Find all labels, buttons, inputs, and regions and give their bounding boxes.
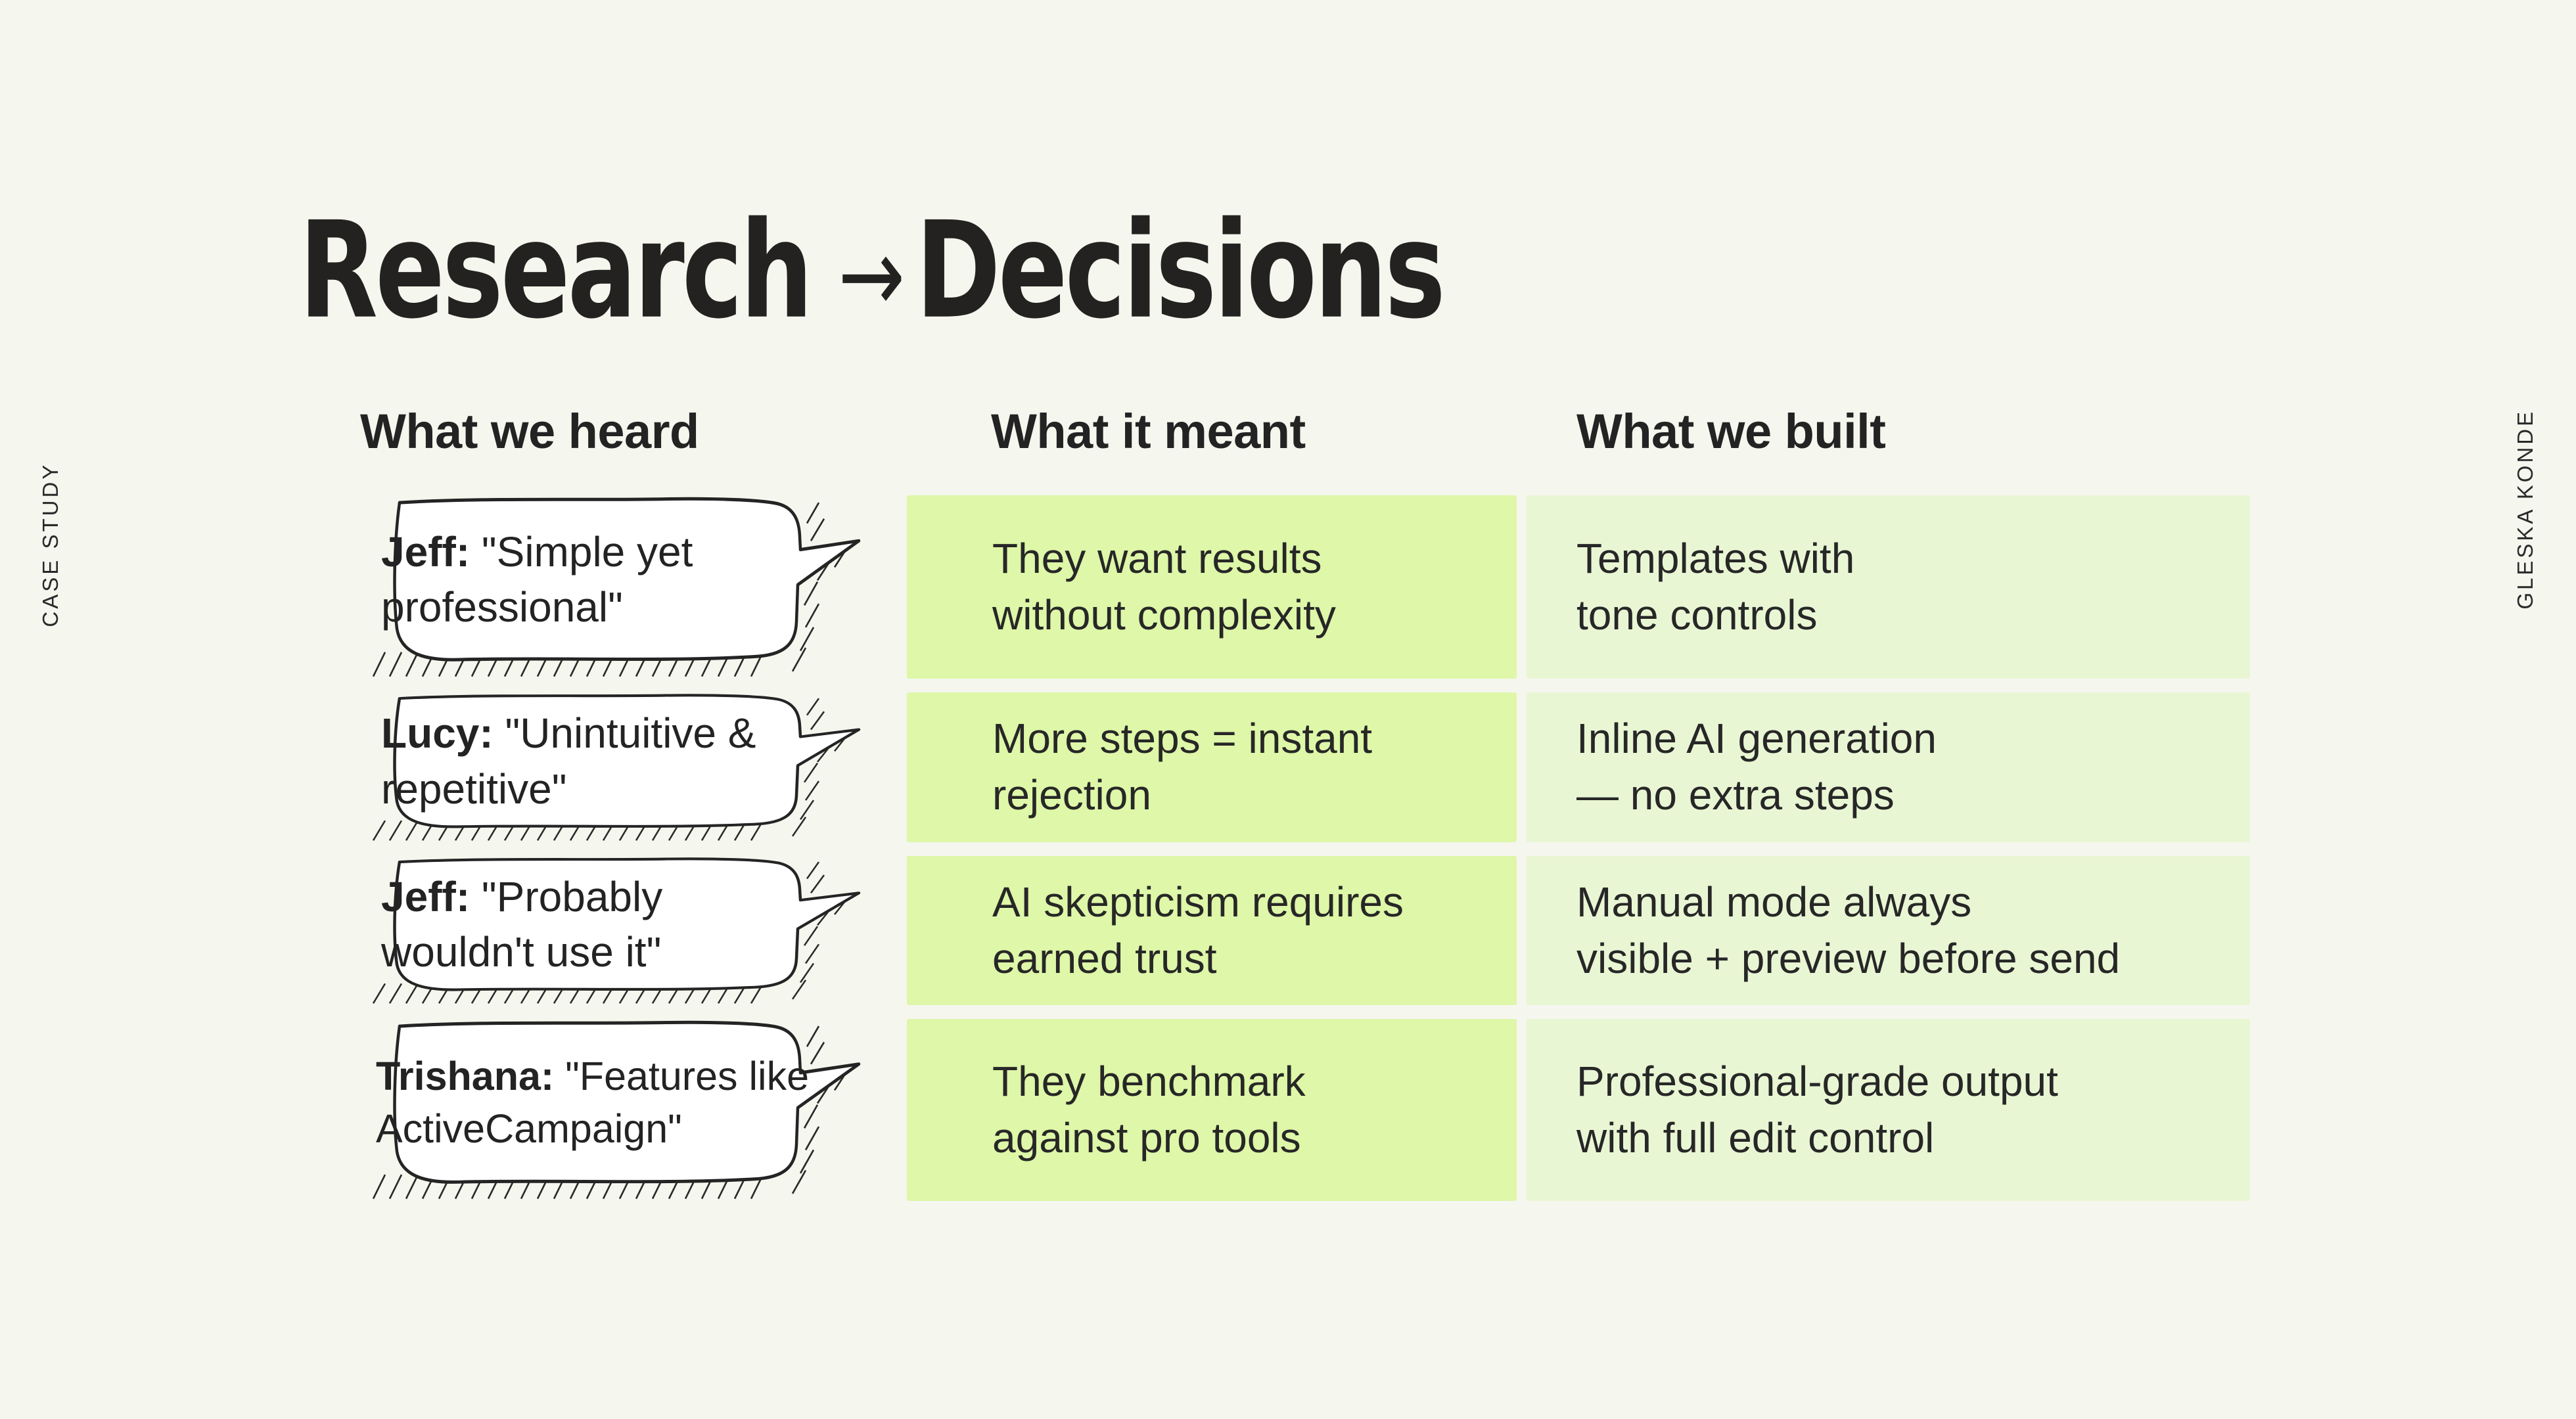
column-header-heard: What we heard bbox=[360, 404, 699, 459]
speech-bubble: Jeff: "Simple yet professional" bbox=[356, 495, 869, 679]
insight-cell: They want results without complexity bbox=[907, 495, 1517, 679]
quote-text: Trishana: "Features like ActiveCampaign" bbox=[376, 1024, 812, 1182]
side-label-case-study: CASE STUDY bbox=[38, 462, 62, 627]
speech-bubble-shape bbox=[372, 857, 861, 1004]
solution-line: with full edit control bbox=[1576, 1114, 1935, 1161]
insight-line: rejection bbox=[992, 771, 1151, 819]
quote-body: "Features like ActiveCampaign" bbox=[376, 1053, 810, 1152]
quote-speaker: Lucy: bbox=[381, 710, 494, 757]
insight-line: They want results bbox=[992, 534, 1322, 582]
speech-bubble: Jeff: "Probably wouldn't use it" bbox=[356, 856, 869, 1005]
solution-cell: Manual mode always visible + preview bef… bbox=[1527, 856, 2250, 1005]
page-title: Research→Decisions bbox=[299, 196, 1446, 344]
solution-line: Manual mode always bbox=[1576, 878, 1972, 926]
title-right: Decisions bbox=[915, 192, 1446, 348]
solution-line: Templates with bbox=[1576, 534, 1855, 582]
quote-speaker: Jeff: bbox=[381, 528, 471, 575]
quote-text: Jeff: "Probably wouldn't use it" bbox=[381, 859, 806, 989]
column-header-built: What we built bbox=[1576, 404, 1886, 459]
comparison-grid: What we heard What it meant What we buil… bbox=[356, 394, 2250, 1201]
insight-line: earned trust bbox=[992, 934, 1217, 982]
quote-speaker: Trishana: bbox=[376, 1053, 555, 1098]
quote-text: Lucy: "Unintuitive & repetitive" bbox=[381, 696, 806, 826]
insight-cell: More steps = instant rejection bbox=[907, 692, 1517, 842]
speech-bubble-shape bbox=[372, 694, 861, 841]
speech-bubble: Trishana: "Features like ActiveCampaign" bbox=[356, 1019, 869, 1201]
solution-line: Professional-grade output bbox=[1576, 1057, 2058, 1105]
insight-line: AI skepticism requires bbox=[992, 878, 1404, 926]
solution-line: — no extra steps bbox=[1576, 771, 1895, 819]
insight-cell: They benchmark against pro tools bbox=[907, 1019, 1517, 1201]
solution-line: Inline AI generation bbox=[1576, 715, 1937, 763]
insight-line: without complexity bbox=[992, 591, 1336, 639]
speech-bubble-shape bbox=[372, 1020, 861, 1200]
quote-body: "Probably wouldn't use it" bbox=[381, 872, 663, 976]
right-arrow-icon: → bbox=[838, 214, 906, 336]
column-header-meant: What it meant bbox=[991, 404, 1306, 459]
solution-cell: Inline AI generation — no extra steps bbox=[1527, 692, 2250, 842]
title-left: Research bbox=[299, 192, 813, 348]
quote-body: "Simple yet professional" bbox=[381, 528, 693, 631]
side-label-author: GLESKA KONDE bbox=[2513, 409, 2537, 610]
solution-line: tone controls bbox=[1576, 591, 1818, 639]
speech-bubble: Lucy: "Unintuitive & repetitive" bbox=[356, 692, 869, 842]
insight-line: against pro tools bbox=[992, 1114, 1301, 1161]
insight-line: They benchmark bbox=[992, 1057, 1306, 1105]
solution-cell: Professional-grade output with full edit… bbox=[1527, 1019, 2250, 1201]
solution-line: visible + preview before send bbox=[1576, 934, 2121, 982]
insight-line: More steps = instant bbox=[992, 715, 1373, 763]
speech-bubble-shape bbox=[372, 497, 861, 677]
insight-cell: AI skepticism requires earned trust bbox=[907, 856, 1517, 1005]
quote-body: "Unintuitive & repetitive" bbox=[381, 710, 756, 813]
solution-cell: Templates with tone controls bbox=[1527, 495, 2250, 679]
quote-speaker: Jeff: bbox=[381, 872, 471, 920]
quote-text: Jeff: "Simple yet professional" bbox=[381, 500, 806, 660]
